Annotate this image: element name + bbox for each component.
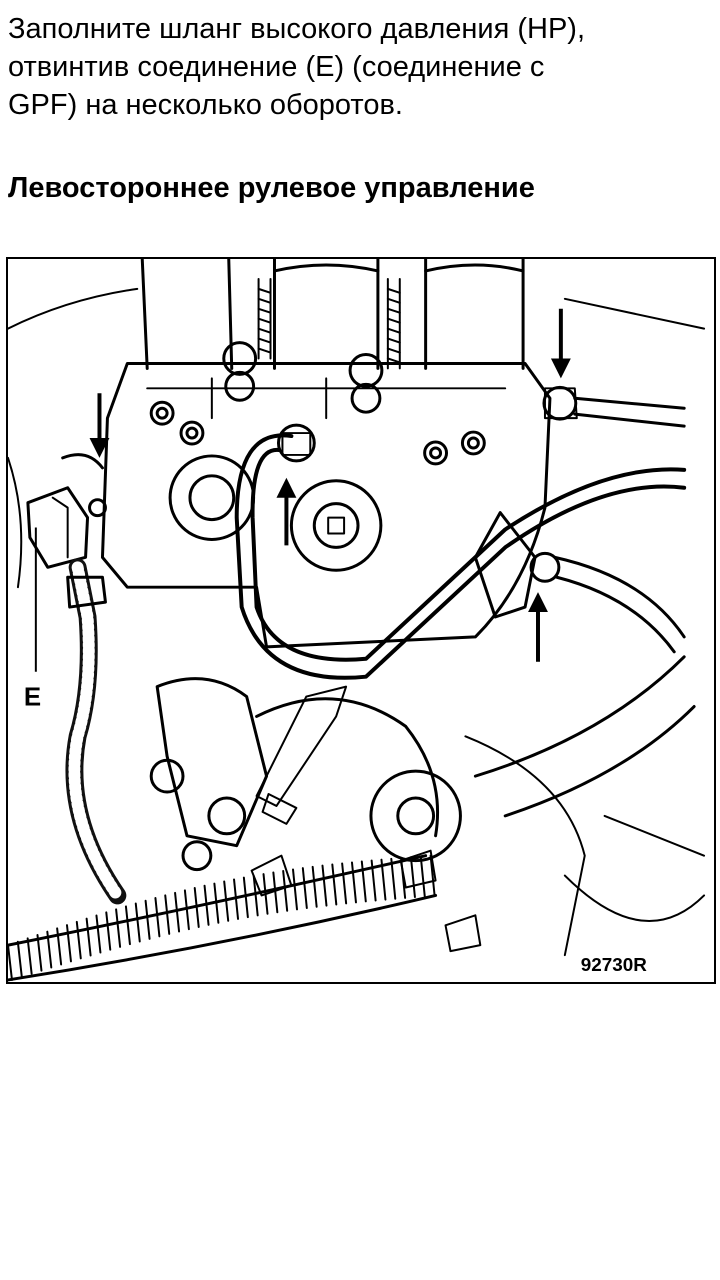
- hose-corrugation: [16, 940, 23, 978]
- hose-corrugation: [36, 934, 43, 972]
- hose-corrugation: [252, 874, 259, 917]
- hose-corrugation: [174, 891, 181, 933]
- arrow-up-icon: [528, 592, 548, 662]
- hose-corrugation: [144, 899, 151, 940]
- hose-corrugation: [75, 920, 82, 960]
- hose-corrugation: [164, 894, 171, 935]
- hose-corrugation: [213, 882, 220, 924]
- hose-corrugation: [350, 861, 357, 904]
- hose-corrugation: [223, 880, 230, 922]
- hose-corrugation: [341, 862, 348, 905]
- hose-corrugation: [242, 876, 249, 919]
- hose-corrugation: [26, 937, 33, 975]
- hose-corrugation: [360, 860, 367, 903]
- arrow-down-icon: [550, 308, 571, 379]
- hose-corrugation: [183, 889, 190, 931]
- hose-corrugation: [331, 863, 338, 906]
- hose-corrugation: [272, 871, 279, 914]
- hose-corrugation: [85, 917, 92, 957]
- hose-corrugation: [124, 905, 131, 946]
- hose-corrugation: [65, 924, 72, 963]
- section-heading: Левостороннее рулевое управление: [8, 172, 535, 204]
- hose-corrugation: [311, 865, 318, 908]
- illustration-svg: E 92730R: [8, 259, 706, 982]
- hose-corrugation: [380, 858, 387, 901]
- hose-corrugation: [105, 911, 112, 951]
- hose-corrugation: [233, 878, 240, 920]
- arrow-up-icon: [276, 477, 297, 546]
- hose-corrugation: [95, 914, 102, 954]
- hose-corrugation: [409, 856, 416, 899]
- hose-corrugation: [46, 930, 53, 969]
- instruction-text: Заполните шланг высокого давления (HP), …: [8, 13, 586, 121]
- hose-corrugation: [390, 857, 397, 900]
- hose-corrugation: [115, 908, 122, 948]
- figure-code: 92730R: [581, 955, 647, 976]
- arrow-down-icon: [89, 393, 110, 458]
- hose-corrugation: [134, 902, 141, 943]
- technical-illustration: E 92730R: [6, 257, 716, 984]
- label-e: E: [24, 684, 41, 712]
- hose-corrugation: [370, 859, 377, 902]
- hose-corrugation: [301, 867, 308, 910]
- hose-corrugation: [8, 944, 13, 981]
- hose-corrugation: [193, 887, 200, 928]
- hose-corrugation: [429, 854, 436, 897]
- hose-corrugation: [321, 864, 328, 907]
- hose-corrugation: [154, 897, 161, 938]
- hose-corrugation: [203, 884, 210, 926]
- hose-corrugation: [419, 855, 426, 898]
- hose-corrugation: [292, 868, 298, 911]
- hose-corrugation: [56, 927, 63, 966]
- hose-corrugation: [282, 869, 289, 912]
